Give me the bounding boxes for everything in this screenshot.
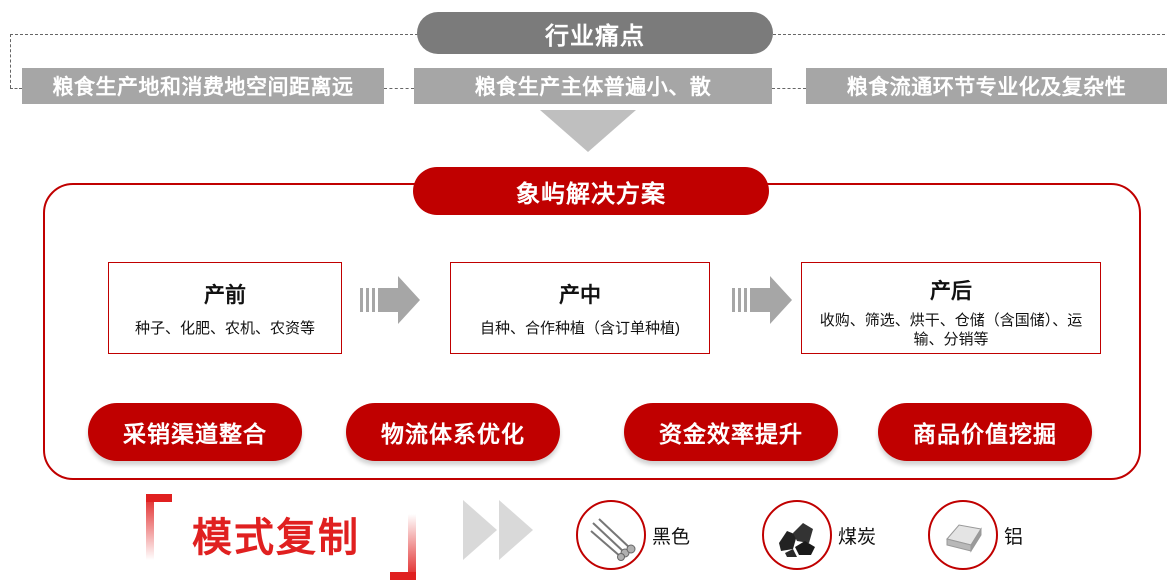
- industry-label: 黑色: [652, 526, 691, 548]
- stage-name: 产中: [559, 284, 601, 307]
- dashed-connector-left-foot: [10, 88, 22, 89]
- stage-in-production: 产中 自种、合作种植（含订单种植): [450, 262, 710, 354]
- model-replication-title: 模式复制: [192, 516, 360, 560]
- stage-desc: 收购、筛选、烘干、仓储（含国储）、运输、分销等: [819, 312, 1083, 348]
- stage-pre-production: 产前 种子、化肥、农机、农资等: [108, 262, 342, 354]
- pain-point-label: 粮食生产地和消费地空间距离远: [52, 76, 354, 99]
- capability-logistics-optimization: 物流体系优化: [346, 403, 560, 461]
- pain-point-label: 粮食流通环节专业化及复杂性: [846, 76, 1127, 99]
- pain-point-label: 粮食生产主体普遍小、散: [474, 76, 712, 99]
- capability-capital-efficiency: 资金效率提升: [624, 403, 838, 461]
- pain-point-distance: 粮食生产地和消费地空间距离远: [22, 68, 384, 104]
- industry-label: 煤炭: [838, 526, 877, 548]
- coal-icon: [762, 500, 832, 570]
- striped-right-arrow-icon: [732, 276, 792, 324]
- stage-name: 产后: [930, 280, 972, 303]
- industry-aluminum: 铝: [928, 500, 1023, 570]
- down-arrow-icon: [540, 110, 636, 152]
- pain-points-title: 行业痛点: [417, 12, 773, 54]
- pain-point-small-scattered: 粮食生产主体普遍小、散: [414, 68, 772, 104]
- stage-desc: 自种、合作种植（含订单种植): [480, 320, 680, 337]
- industry-coal: 煤炭: [762, 500, 876, 570]
- dashed-connector-left-drop: [10, 34, 11, 88]
- striped-right-arrow-icon: [360, 276, 420, 324]
- aluminum-ingot-icon: [928, 500, 998, 570]
- stage-name: 产前: [204, 284, 246, 307]
- dashed-connector-mid-right: [772, 88, 806, 89]
- dashed-connector-right: [773, 34, 1165, 35]
- industry-label: 铝: [1004, 526, 1024, 548]
- stage-desc: 种子、化肥、农机、农资等: [134, 320, 315, 337]
- dashed-connector-left: [10, 34, 418, 35]
- steel-bars-icon: [576, 500, 646, 570]
- double-chevron-right-icon: [463, 500, 533, 560]
- capability-channel-integration: 采销渠道整合: [88, 403, 302, 461]
- solution-title: 象屿解决方案: [413, 167, 769, 215]
- stage-post-production: 产后 收购、筛选、烘干、仓储（含国储）、运输、分销等: [801, 262, 1101, 354]
- dashed-connector-mid-left: [384, 88, 414, 89]
- capability-value-mining: 商品价值挖掘: [878, 403, 1092, 461]
- pain-point-complexity: 粮食流通环节专业化及复杂性: [806, 68, 1167, 104]
- industry-ferrous: 黑色: [576, 500, 690, 570]
- corner-bracket-left-icon: [146, 494, 172, 560]
- corner-bracket-right-icon: [390, 514, 416, 580]
